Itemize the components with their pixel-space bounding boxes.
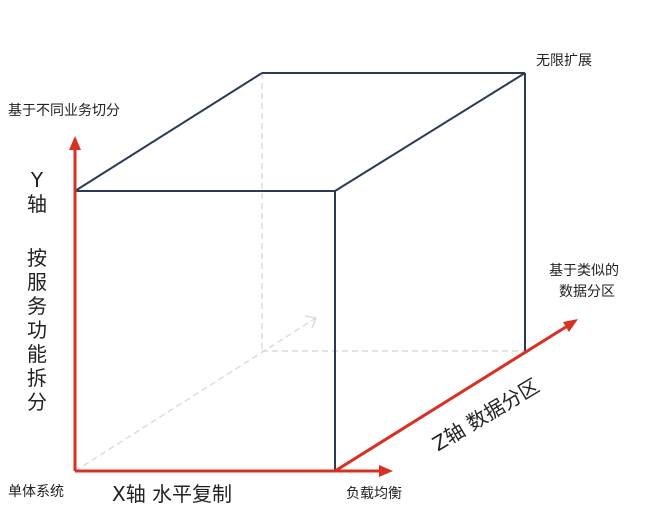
y-desc-char: 按 — [27, 246, 47, 270]
y-desc-char: 服 — [27, 270, 47, 294]
z-axis-line — [334, 323, 570, 473]
x-axis-arrowhead — [379, 465, 393, 477]
y-desc-char: 功 — [27, 318, 47, 342]
bottom-right-label: 负载均衡 — [346, 486, 402, 502]
y-desc-char: 拆 — [27, 366, 47, 390]
y-axis-description: 按 服 务 功 能 拆 分 — [25, 248, 49, 416]
right-middle-label-line1: 基于类似的 — [549, 263, 619, 279]
axes — [73, 146, 570, 473]
top-left-edge — [74, 72, 263, 192]
bottom-left-label: 单体系统 — [8, 484, 64, 500]
hidden-edges — [74, 73, 525, 472]
top-left-label: 基于不同业务切分 — [8, 103, 120, 119]
z-axis-arrowhead — [563, 319, 578, 332]
y-axis-letter: Y — [30, 168, 44, 192]
hidden-diagonal-edge — [74, 317, 317, 472]
visible-edges — [74, 72, 526, 471]
right-middle-label-line2: 数据分区 — [559, 284, 615, 300]
hidden-arrowhead — [304, 315, 317, 329]
y-axis-char: 轴 — [27, 192, 47, 216]
y-axis-arrowhead — [69, 136, 81, 150]
top-right-edge — [334, 72, 526, 192]
y-desc-char: 务 — [27, 294, 47, 318]
y-desc-char: 分 — [27, 390, 47, 414]
top-right-label: 无限扩展 — [536, 53, 592, 69]
y-desc-char: 能 — [27, 342, 47, 366]
y-axis-title: Y 轴 — [25, 170, 49, 218]
x-axis-label: X轴 水平复制 — [112, 482, 233, 506]
